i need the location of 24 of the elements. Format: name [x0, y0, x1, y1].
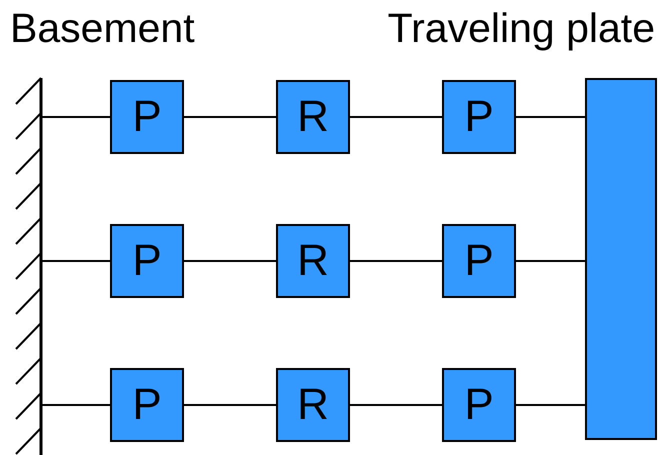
plate-bar: [585, 78, 657, 440]
joint-box: P: [442, 224, 516, 298]
heading: Basement: [10, 8, 195, 49]
heading: Traveling plate: [388, 8, 655, 49]
connector-line: [42, 260, 110, 262]
connector-line: [516, 260, 585, 262]
connector-line: [184, 116, 276, 118]
connector-line: [184, 260, 276, 262]
joint-box: R: [276, 80, 350, 154]
joint-box: P: [110, 224, 184, 298]
connector-line: [516, 404, 585, 406]
joint-box: P: [110, 368, 184, 442]
joint-box: R: [276, 224, 350, 298]
connector-line: [350, 404, 442, 406]
connector-line: [350, 260, 442, 262]
joint-box: P: [110, 80, 184, 154]
joint-box: P: [442, 368, 516, 442]
joint-box: P: [442, 80, 516, 154]
connector-line: [42, 116, 110, 118]
joint-box: R: [276, 368, 350, 442]
connector-line: [516, 116, 585, 118]
connector-line: [184, 404, 276, 406]
connector-line: [42, 404, 110, 406]
connector-line: [350, 116, 442, 118]
